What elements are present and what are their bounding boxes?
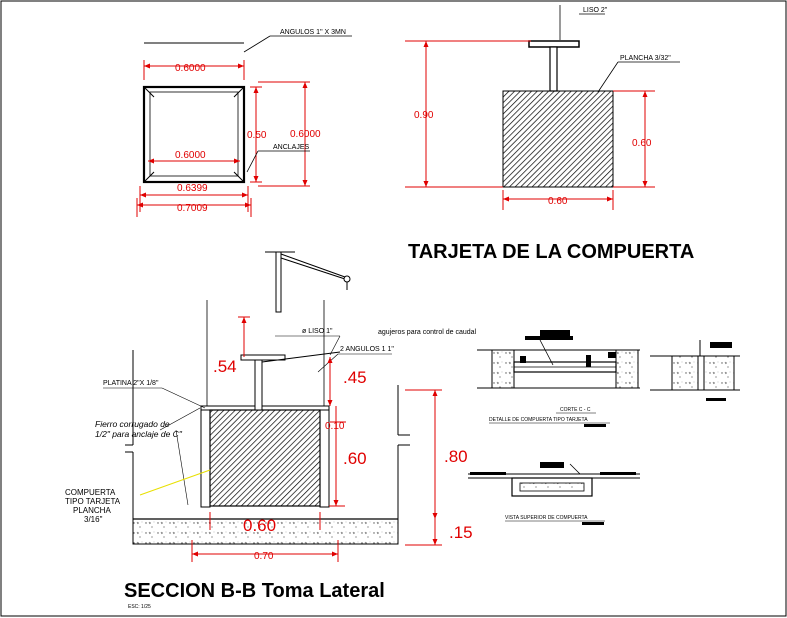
dim-width-2: 0.7009 bbox=[177, 203, 208, 214]
frame-plan-view: ANGULOS 1" X 3MN 0.6000 0.6000 0.50 0.60… bbox=[136, 29, 352, 217]
liso-rod bbox=[549, 46, 558, 92]
dim-060: 0.60 bbox=[243, 516, 276, 535]
frame-outline bbox=[142, 85, 246, 184]
compuerta-note-4: 3/16" bbox=[84, 515, 103, 524]
dim-60: .60 bbox=[343, 449, 367, 468]
dim-80: .80 bbox=[444, 447, 468, 466]
dim-total-height: 0.90 bbox=[414, 110, 434, 121]
dim-54: .54 bbox=[213, 357, 237, 376]
dim-inner-width: 0.6000 bbox=[175, 150, 206, 161]
section-angulos-note: 2 ANGULOS 1 1" bbox=[340, 346, 394, 353]
fierro-note-1: Fierro corrugado de bbox=[95, 419, 170, 429]
liso-note: LISO 2" bbox=[583, 7, 608, 14]
compuerta-note-3: PLANCHA bbox=[73, 506, 111, 515]
angulos-leader bbox=[243, 35, 271, 53]
gate-section-plate bbox=[209, 409, 321, 507]
title-tarjeta: TARJETA DE LA COMPUERTA bbox=[408, 241, 694, 263]
detail-corte-c-c: CORTE C - C DETALLE DE COMPUERTA TIPO TA… bbox=[477, 330, 640, 427]
gate-elevation-view: LISO 2" PLANCHA 3/32" 0.90 0.60 0.60 bbox=[405, 5, 680, 210]
gate-plate bbox=[502, 90, 614, 188]
dim-10: 0.10 bbox=[325, 421, 345, 432]
compuerta-note-1: COMPUERTA bbox=[65, 488, 116, 497]
dim-outer-height: 0.6000 bbox=[290, 129, 321, 140]
compuerta-leader bbox=[139, 469, 211, 496]
fierro-note-2: 1/2" para anclaje de C" bbox=[95, 429, 183, 439]
vista-label: VISTA SUPERIOR DE COMPUERTA bbox=[505, 515, 588, 521]
angulos-note: ANGULOS 1" X 3MN bbox=[280, 29, 346, 36]
anclajes-note: ANCLAJES bbox=[273, 144, 310, 151]
section-b-b: ø LISO 1" agujeros para control de cauda… bbox=[65, 251, 477, 562]
dim-top-width: 0.6000 bbox=[175, 63, 206, 74]
escala-label: ESC: 1/25 bbox=[128, 604, 151, 610]
dim-plate-width: 0.60 bbox=[548, 196, 568, 207]
section-rod bbox=[254, 356, 263, 411]
liso-handle-bar bbox=[528, 40, 580, 48]
section-liso-note: ø LISO 1" bbox=[302, 328, 333, 335]
compuerta-note-2: TIPO TARJETA bbox=[65, 497, 121, 506]
detalle-label: DETALLE DE COMPUERTA TIPO TARJETA bbox=[489, 417, 588, 423]
corte-label: CORTE C - C bbox=[560, 407, 591, 413]
dim-45: .45 bbox=[343, 368, 367, 387]
detail-vista-superior: VISTA SUPERIOR DE COMPUERTA bbox=[468, 462, 640, 525]
platina-note: PLATINA 2"X 1/8" bbox=[103, 380, 159, 387]
dim-inner-height: 0.50 bbox=[247, 130, 267, 141]
concrete-slab bbox=[132, 518, 399, 545]
dim-width-1: 0.6399 bbox=[177, 183, 208, 194]
section-handle bbox=[240, 354, 286, 361]
detail-side-section bbox=[650, 340, 740, 401]
dim-070: 0.70 bbox=[254, 551, 274, 562]
dim-15: .15 bbox=[449, 523, 473, 542]
agujeros-note: agujeros para control de caudal bbox=[378, 329, 477, 336]
plancha-note: PLANCHA 3/32" bbox=[620, 55, 671, 62]
dim-plate-height: 0.60 bbox=[632, 138, 652, 149]
title-seccion: SECCION B-B Toma Lateral bbox=[124, 580, 385, 602]
